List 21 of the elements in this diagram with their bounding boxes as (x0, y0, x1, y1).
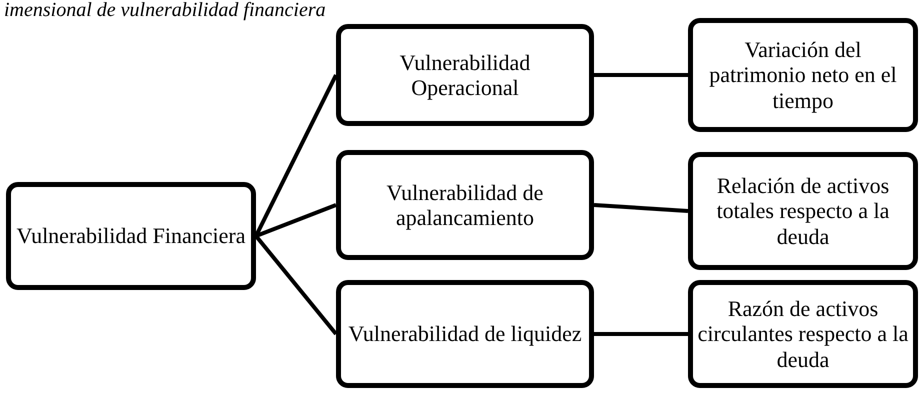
figure-title: imensional de vulnerabilidad financiera (4, 0, 326, 20)
node-text: Razón de activos circulantes respecto a la deuda (697, 296, 909, 372)
process-box (688, 18, 918, 132)
process-box (6, 182, 256, 290)
node-text: Vulnerabilidad Operacional (398, 50, 532, 100)
connector-line (594, 203, 688, 213)
connector-line (255, 203, 337, 238)
process-box (336, 24, 594, 126)
process-box (336, 280, 594, 388)
connector-line (594, 73, 688, 77)
node-text: Variación del patrimonio neto en el tiempo (708, 37, 898, 113)
process-box (336, 150, 594, 260)
node-text: Relación de activos totales respecto a la deuda (716, 173, 890, 249)
process-box (688, 152, 918, 270)
process-box (688, 280, 918, 388)
connector-line (254, 74, 338, 237)
node-text: Vulnerabilidad de apalancamiento (386, 180, 544, 230)
connector-line (594, 332, 688, 336)
node-text: Vulnerabilidad de liquidez (348, 321, 582, 347)
node-text: Vulnerabilidad Financiera (16, 223, 246, 249)
connector-line (254, 234, 338, 336)
